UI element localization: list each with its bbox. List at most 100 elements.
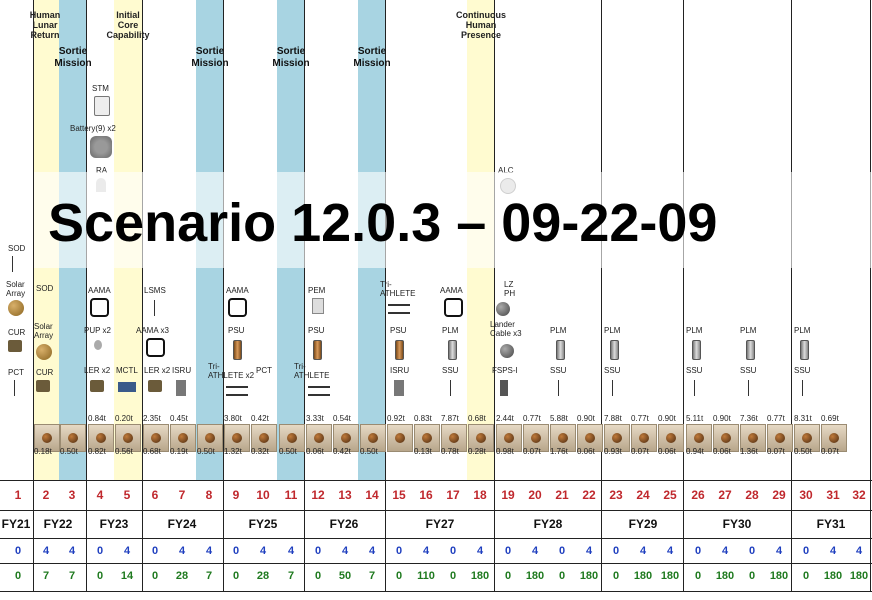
cargo-payload-icon [259,433,269,443]
mission-number: 5 [123,488,131,502]
cargo-mass-top: 0.45t [170,414,188,423]
surface-days: 7 [68,570,76,582]
crew-count: 4 [205,545,213,557]
table-top-rule [0,480,872,481]
isru-icon [394,380,404,396]
crew-count: 4 [829,545,837,557]
plm-icon [610,340,619,360]
crew-count: 4 [585,545,593,557]
element-label-aama-x3: AAMA x3 [136,326,169,335]
fiscal-year-label: FY23 [99,517,129,531]
surface-days: 180 [470,570,490,582]
cargo-lander [360,424,386,452]
surface-days: 180 [769,570,789,582]
crew-count: 0 [612,545,620,557]
tri-athlete-icon [226,386,248,396]
psu-icon [395,340,404,360]
cargo-mass-top: 3.80t [224,414,242,423]
right-edge [870,0,871,592]
cargo-mass-bottom: 0.94t [686,447,704,456]
pct-icon [14,380,15,396]
crew-count: 4 [341,545,349,557]
cargo-payload-icon [721,433,731,443]
surface-days: 180 [715,570,735,582]
fiscal-year-label: FY25 [248,517,278,531]
element-label-pup: PUP x2 [84,326,111,335]
crew-count: 4 [259,545,267,557]
cargo-payload-icon [232,433,242,443]
cargo-payload-icon [287,433,297,443]
element-label-cur: CUR [36,368,54,377]
surface-days: 0 [504,570,512,582]
surface-days: 0 [802,570,810,582]
surface-days: 180 [823,570,843,582]
cargo-lander [441,424,467,452]
mission-number: 31 [826,488,840,502]
element-label-battery: Battery(9) x2 [70,124,116,133]
element-label-sod: SOD [36,284,54,293]
element-label-plm: PLM [550,326,567,335]
cargo-lander [686,424,712,452]
plm-icon [448,340,457,360]
cargo-mass-bottom: 0.07t [631,447,649,456]
cargo-payload-icon [558,433,568,443]
surface-days: 28 [256,570,270,582]
cargo-mass-bottom: 0.56t [115,447,133,456]
surface-days: 0 [96,570,104,582]
cargo-mass-bottom: 0.19t [170,447,188,456]
fy-divider [385,0,386,592]
cargo-mass-top: 7.36t [740,414,758,423]
table-rule [0,563,872,564]
fiscal-year-label: FY29 [628,517,658,531]
element-label-fsps: FSPS-I [492,366,518,375]
crew-count: 4 [368,545,376,557]
cargo-lander [523,424,549,452]
ssu-icon [450,380,451,396]
crew-count: 4 [123,545,131,557]
crew-count: 0 [314,545,322,557]
element-label-pct: PCT [8,368,24,377]
cargo-payload-icon [504,433,514,443]
pem-icon [312,298,324,314]
cargo-mass-top: 0.77t [523,414,541,423]
isru-icon [176,380,186,396]
cargo-payload-icon [476,433,486,443]
cargo-mass-bottom: 0.50t [197,447,215,456]
cargo-payload-icon [666,433,676,443]
cargo-mass-top: 5.11t [686,414,704,423]
mission-number: 7 [178,488,186,502]
element-label-ssu: SSU [550,366,567,375]
aama-icon [228,298,247,317]
cargo-mass-top: 0.68t [468,414,486,423]
fy-divider [86,0,87,592]
plm-icon [556,340,565,360]
element-label-mctl: MCTL [116,366,138,375]
surface-days: 110 [417,570,435,582]
ssu-icon [802,380,803,396]
mission-number: 17 [446,488,460,502]
cargo-mass-top: 8.31t [794,414,812,423]
crew-count: 0 [151,545,159,557]
fy-divider [494,0,495,592]
landing-zone-icon [496,302,510,316]
plm-icon [746,340,755,360]
cargo-lander [387,424,413,452]
aama-icon [90,298,109,317]
mission-number: 20 [528,488,542,502]
rover-icon [36,380,50,392]
ssu-icon [694,380,695,396]
cargo-mass-top: 0.77t [631,414,649,423]
mission-number: 22 [582,488,596,502]
element-label-isru: ISRU [390,366,410,375]
element-label-alc: ALC [498,166,514,175]
mission-number: 13 [338,488,352,502]
psu-icon [313,340,322,360]
cargo-lander [577,424,603,452]
element-label-psu: PSU [390,326,407,335]
cargo-mass-bottom: 0.07t [821,447,839,456]
sortie-label-14: Sortie Mission [353,46,391,69]
surface-days: 50 [338,570,352,582]
page-title: Scenario 12.0.3 – 09-22-09 [48,193,718,253]
cargo-payload-icon [422,433,432,443]
crew-count: 0 [96,545,104,557]
